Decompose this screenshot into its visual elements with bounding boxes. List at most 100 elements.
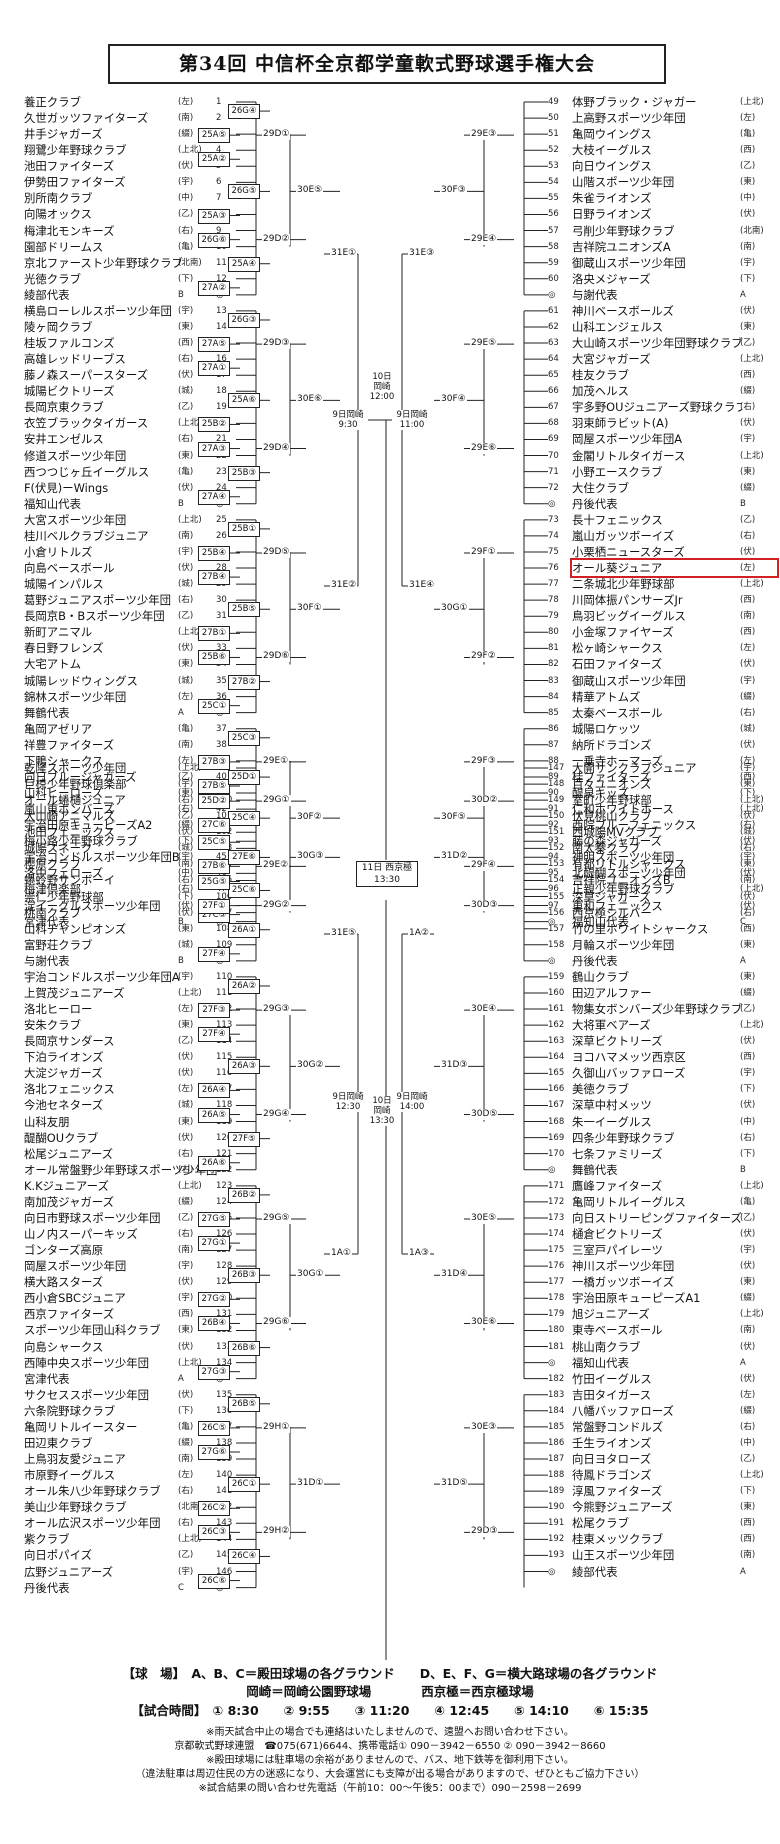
team-number: 167 <box>548 1100 565 1111</box>
team-district: (亀) <box>178 241 194 252</box>
team-name: 山科エンジェルス <box>572 319 664 334</box>
team-name: 西陣中央スポーツ少年団 <box>24 1355 150 1370</box>
team-name: 宮津代表 <box>24 1371 70 1386</box>
team-district: (宇) <box>178 1566 194 1577</box>
team-number: 113 <box>216 1020 233 1031</box>
team-number: 70 <box>548 450 559 461</box>
team-name: 舞鶴代表 <box>24 705 70 720</box>
team-name: 神明スポーツ少年団 <box>572 850 675 865</box>
team-name: 井手ジャガーズ <box>24 127 103 142</box>
team-name: 樋倉ビクトリーズ <box>572 1227 663 1242</box>
team-name: 櫻原クラブ <box>24 857 81 872</box>
team-district: (右) <box>178 225 194 236</box>
team-name: 淀イーグルスポーツ少年団 <box>24 898 161 913</box>
match-box: 26A④ <box>198 1083 230 1099</box>
team-district: (南) <box>178 1245 194 1256</box>
team-name: 美山少年野球クラブ <box>24 1500 127 1515</box>
round-label: 29G② <box>262 899 291 911</box>
team-name: 翔鷺少年野球クラブ <box>24 143 127 158</box>
team-name: 精華アトムズ <box>572 689 641 704</box>
team-number: 96 <box>548 884 559 895</box>
team-name: 松尾クラブ <box>572 1516 629 1531</box>
match-box: 25C① <box>198 698 230 714</box>
round-label: 30E③ <box>470 1421 498 1433</box>
team-number: 11 <box>216 257 227 268</box>
team-district: B <box>178 916 184 927</box>
team-number: 118 <box>216 1100 233 1111</box>
team-district: (上北) <box>178 1357 202 1368</box>
team-number: 116 <box>216 1068 233 1079</box>
team-district: (伏) <box>178 1277 194 1288</box>
team-district: (乙) <box>740 161 756 172</box>
team-name: 長岡京東クラブ <box>24 400 104 415</box>
team-name: 朱一イーグルス <box>572 1114 652 1129</box>
match-box: 26A② <box>228 978 260 994</box>
team-number: 134 <box>216 1357 233 1368</box>
round-label: 29E⑤ <box>470 338 498 350</box>
team-district: (上北) <box>740 1180 764 1191</box>
team-name: 別所南クラブ <box>24 191 93 206</box>
team-district: (右) <box>740 402 756 413</box>
team-district: (右) <box>178 1148 194 1159</box>
team-name: 大山崎アニマルズ <box>24 809 115 824</box>
team-name: 光徳クラブ <box>24 271 81 286</box>
team-district: (綴) <box>740 482 756 493</box>
team-number: 129 <box>216 1277 233 1288</box>
footer-note-1: ※雨天試合中止の場合でも連絡はいたしませんので、遠盟へお問い合わせ下さい。 <box>206 1727 574 1738</box>
team-number: 91 <box>548 804 559 815</box>
team-name: 八幡バッファローズ <box>572 1403 674 1418</box>
team-district: (中) <box>740 193 756 204</box>
round-label: 30F④ <box>440 394 467 406</box>
match-box: 27G① <box>198 1236 230 1252</box>
match-box: 26C⑤ <box>198 1420 230 1436</box>
round-label: 29E⑥ <box>470 442 498 454</box>
team-number: 172 <box>548 1196 565 1207</box>
team-number: 126 <box>216 1229 233 1240</box>
match-box: 27B① <box>198 626 230 642</box>
team-number: 175 <box>548 1245 565 1256</box>
team-district: (北南) <box>740 225 764 236</box>
team-number: 128 <box>216 1261 233 1272</box>
team-district: (城) <box>178 579 194 590</box>
team-name: 石田ファイターズ <box>572 657 663 672</box>
footer-note-3: ※殿田球場には駐車場の余裕がありませんので、バス、地下鉄等を御利用下さい。 <box>206 1755 574 1766</box>
team-name: 向島シャークス <box>24 1339 104 1354</box>
team-district: (城) <box>740 723 756 734</box>
match-box: 27A③ <box>198 441 230 457</box>
team-number: 23 <box>216 466 227 477</box>
match-box: 25A⑤ <box>198 128 230 144</box>
team-number: 71 <box>548 466 559 477</box>
team-district: (東) <box>178 923 194 934</box>
team-district: (伏) <box>178 1068 194 1079</box>
round-label: 29D③ <box>262 338 291 350</box>
team-name: 福知山代表 <box>572 1355 629 1370</box>
team-name: 梅津倶楽部 <box>24 882 81 897</box>
team-number: 24 <box>216 482 227 493</box>
team-name: 小栗栖ニュースターズ <box>572 544 685 559</box>
team-name: 与謝代表 <box>572 287 618 302</box>
team-name: 横島ローレルスポーツ少年団 <box>24 303 172 318</box>
team-number: 81 <box>548 643 559 654</box>
team-number: 35 <box>216 675 227 686</box>
team-name: 向日市野球スポーツ少年団 <box>24 1210 161 1225</box>
team-name: 南加茂ジャガーズ <box>24 1194 114 1209</box>
team-district: (東) <box>178 450 194 461</box>
team-name: 紫クラブ <box>24 1532 70 1547</box>
team-name: 待鳳ドラゴンズ <box>572 1468 652 1483</box>
team-district: (左) <box>740 1389 756 1400</box>
footer-note-4: （違法駐車は周辺住民の方の迷惑になり、大会運営にも支障が出る場合がありますので、… <box>135 1769 645 1780</box>
team-number: 145 <box>216 1550 233 1561</box>
team-number: 152 <box>548 843 565 854</box>
round-label: 30D③ <box>470 899 499 911</box>
team-district: A <box>740 289 746 300</box>
team-district: (宇) <box>178 1293 194 1304</box>
team-number: 166 <box>548 1084 565 1095</box>
team-name: 城陽インパルス <box>24 577 104 592</box>
team-number: 121 <box>216 1148 233 1159</box>
team-number: 61 <box>548 305 559 316</box>
team-name: 向日ウイングス <box>572 159 652 174</box>
team-number: 49 <box>548 97 559 107</box>
match-box: 27F① <box>198 898 230 914</box>
